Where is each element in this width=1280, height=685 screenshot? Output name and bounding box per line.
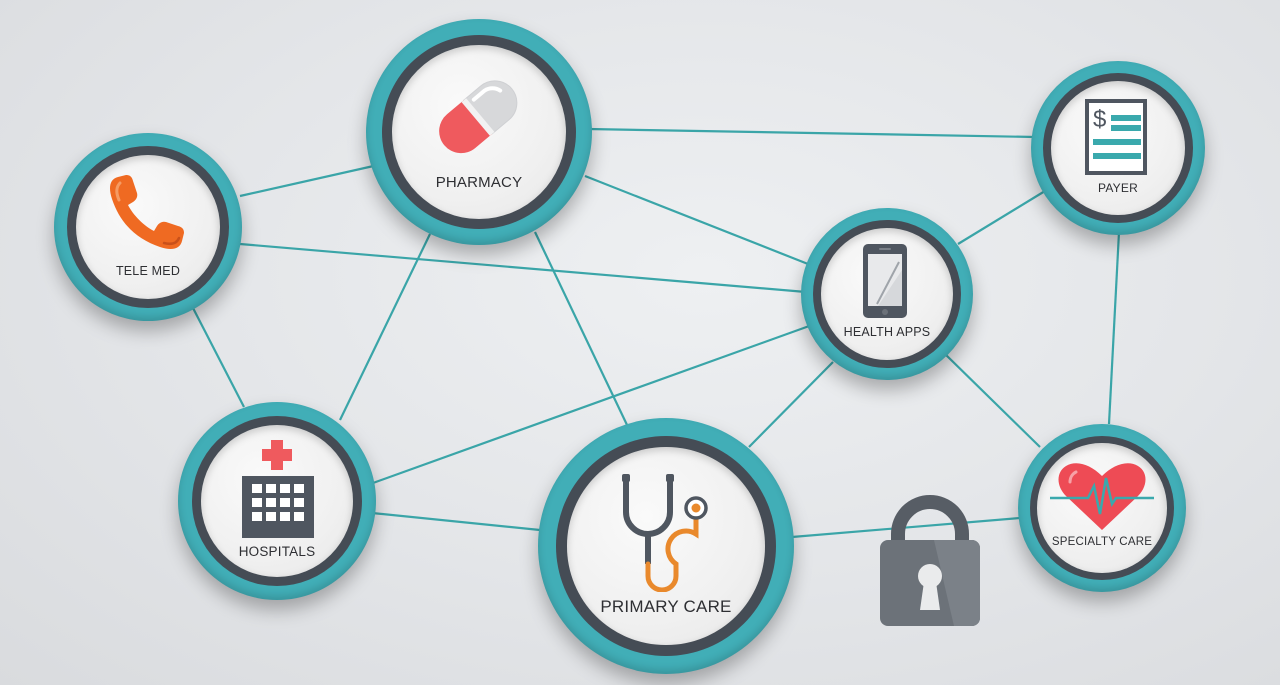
- node-specialty-care[interactable]: SPECIALTY CARE: [1018, 424, 1186, 592]
- node-label: PAYER: [1098, 181, 1138, 195]
- pill-capsule-icon: [439, 80, 518, 154]
- hospital-building-icon: [242, 440, 314, 538]
- connector-pharmacy-hospitals: [339, 233, 431, 421]
- connector-pharmacy-primarycare: [534, 231, 629, 428]
- node-label: PRIMARY CARE: [600, 597, 732, 616]
- connector-telemed-pharmacy: [239, 163, 379, 198]
- node-health-apps[interactable]: HEALTH APPS: [801, 208, 973, 380]
- node-hospitals[interactable]: HOSPITALS: [178, 402, 376, 600]
- connector-healthapps-specialty: [943, 352, 1041, 448]
- connector-healthapps-primarycare: [748, 361, 834, 448]
- node-label: HOSPITALS: [238, 544, 316, 559]
- connector-hospitals-primarycare: [371, 511, 541, 532]
- svg-text:$: $: [1093, 106, 1106, 133]
- node-pharmacy[interactable]: PHARMACY: [366, 19, 592, 245]
- connector-healthapps-payer: [957, 190, 1046, 245]
- connector-pharmacy-payer: [587, 127, 1036, 139]
- connector-telemed-hospitals: [192, 307, 245, 408]
- node-payer[interactable]: $ PAYER: [1031, 61, 1205, 235]
- node-telemed[interactable]: TELE MED: [54, 133, 242, 321]
- connector-primarycare-specialty: [791, 516, 1021, 539]
- stethoscope-icon: [622, 474, 708, 592]
- node-label: PHARMACY: [435, 174, 523, 191]
- phone-handset-icon: [110, 175, 184, 249]
- smartphone-icon: [863, 244, 907, 318]
- node-primary-care[interactable]: PRIMARY CARE: [538, 418, 794, 674]
- connector-lines: [192, 127, 1121, 539]
- heart-pulse-icon: [1050, 463, 1154, 530]
- node-label: SPECIALTY CARE: [1051, 536, 1153, 548]
- node-face: [75, 154, 221, 300]
- connector-payer-specialty: [1107, 231, 1121, 425]
- connector-telemed-healthapps: [239, 242, 807, 294]
- connector-pharmacy-healthapps: [584, 174, 809, 266]
- padlock-icon: [880, 495, 980, 626]
- connector-healthapps-hospitals: [372, 323, 813, 485]
- node-label: TELE MED: [115, 264, 181, 278]
- invoice-dollar-icon: $: [1085, 99, 1147, 175]
- node-label: HEALTH APPS: [843, 325, 931, 339]
